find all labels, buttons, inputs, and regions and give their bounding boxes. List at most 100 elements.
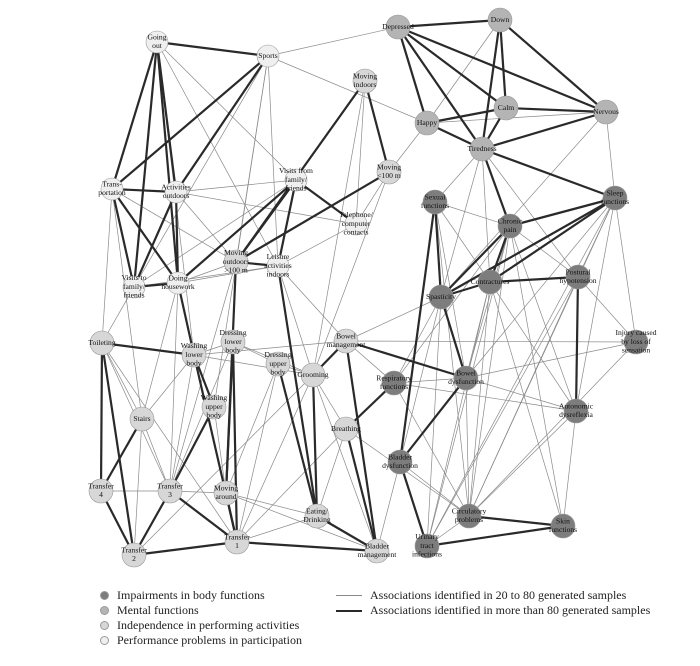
edge-bladder_dys-bladder_mgmt: [376, 461, 401, 552]
edge-postural-circulatory: [468, 276, 579, 517]
node-label-washing_lower: body: [186, 358, 201, 367]
edge-sports-depressed: [267, 26, 399, 57]
edge-going_out-doing_housework: [155, 41, 180, 284]
node-label-injury: Injury caused: [615, 328, 656, 337]
node-label-visits_to: Visits to: [121, 273, 146, 282]
node-circle-chronic_pain: [497, 213, 523, 239]
edge-postural-injury: [577, 276, 637, 343]
node-label-sports: Sports: [258, 51, 277, 60]
node-circle-activities_outdoors: [164, 180, 188, 204]
edge-stairs-transfer3: [141, 418, 171, 492]
node-label-transportation: portation: [98, 188, 126, 197]
edge-washing_upper-transfer3: [169, 406, 215, 492]
node-circle-circulatory: [456, 503, 482, 529]
edge-bowel_dys-autonomic: [465, 377, 577, 412]
node-circle-bowel_mgmt: [333, 328, 359, 354]
edge-moving_indoors-grooming: [312, 80, 366, 376]
edge-going_out-sports: [156, 40, 269, 58]
node-grooming: Grooming: [297, 362, 329, 388]
node-happy: Happy: [414, 110, 440, 136]
legend-swatch-participation: [100, 636, 109, 645]
legend-item-thin-line: Associations identified in 20 to 80 gene…: [336, 588, 650, 603]
node-circle-down: [487, 7, 513, 33]
node-toileting: Toileting: [88, 330, 116, 356]
edge-toileting-stairs: [101, 342, 143, 420]
edge-injury-circulatory: [468, 341, 637, 517]
node-label-going_out: out: [152, 41, 163, 50]
legend-item-participation: Performance problems in participation: [100, 633, 302, 648]
edge-toileting-transfer2: [100, 342, 136, 556]
edge-injury-bowel_mgmt: [345, 340, 637, 343]
legend-label-activity: Independence in performing activities: [117, 618, 300, 632]
node-sports: Sports: [256, 44, 280, 68]
node-label-visits_to: family/: [123, 282, 146, 291]
node-label-depressed: Depressed: [382, 22, 414, 31]
edge-moving_around-eating: [225, 492, 318, 517]
node-circle-moving_100: [376, 159, 402, 185]
legend-item-activity: Independence in performing activities: [100, 618, 302, 633]
edge-bowel_mgmt-washing_lower: [193, 340, 347, 356]
node-label-transportation: Trans-: [102, 179, 122, 188]
edge-sleep-injury: [614, 197, 637, 343]
edge-washing_lower-stairs: [141, 354, 195, 420]
node-label-toileting: Toileting: [88, 338, 116, 347]
edge-moving_100-grooming: [312, 171, 390, 376]
node-stairs: Stairs: [129, 406, 155, 432]
node-label-moving_outdoors: Moving: [224, 248, 248, 257]
node-circle-sexual: [422, 189, 448, 215]
legend-item-body: Impairments in body functions: [100, 588, 302, 603]
node-label-breathing: Breathing: [331, 424, 361, 433]
node-circle-autonomic: [563, 398, 589, 424]
edge-grooming-eating: [311, 374, 319, 517]
node-label-moving_around: around: [215, 492, 236, 501]
node-circle-sports: [256, 44, 280, 68]
node-spasticity: Spasticity: [426, 284, 456, 310]
edge-calm-nervous: [505, 106, 607, 114]
edge-sleep-chronic_pain: [509, 196, 616, 228]
node-circle-grooming: [300, 362, 326, 388]
node-contractures: Contractures: [471, 269, 509, 295]
node-label-postural: Postural: [566, 267, 591, 276]
edge-spasticity-bowel_mgmt: [345, 296, 442, 342]
edge-activities_outdoors-visits_from: [175, 179, 297, 193]
node-circle-washing_upper: [201, 394, 227, 420]
node-circle-stairs: [129, 406, 155, 432]
edge-sleep-spasticity: [440, 197, 616, 298]
node-label-moving_outdoors: outdoors: [223, 257, 250, 266]
node-label-telephone: computer: [342, 219, 371, 228]
node-circle-transfer4: [88, 478, 114, 504]
node-label-transfer1: 1: [235, 541, 239, 550]
node-label-spasticity: Spasticity: [426, 292, 456, 301]
node-label-sexual: Sexual: [425, 192, 446, 201]
node-label-washing_lower: Washing: [181, 341, 208, 350]
edge-grooming-transfer2: [133, 374, 314, 556]
node-label-bowel_dys: Bowel: [456, 368, 476, 377]
edge-happy-nervous: [426, 111, 607, 124]
node-label-dressing_lower: Dressing: [220, 328, 247, 337]
node-circle-calm: [493, 95, 519, 121]
edge-sexual-bladder_dys: [398, 201, 437, 463]
node-label-down: Down: [491, 15, 510, 24]
node-label-visits_to: friends: [123, 290, 144, 299]
edge-bowel_dys-circulatory: [465, 377, 470, 517]
edge-dressing_upper-eating: [276, 363, 319, 517]
edge-nervous-tiredness: [481, 110, 607, 151]
edge-breathing-eating: [316, 428, 347, 517]
edge-sports-happy: [267, 55, 428, 124]
node-circle-bowel_dys: [453, 365, 479, 391]
legend-label-body: Impairments in body functions: [117, 588, 265, 602]
node-label-dressing_upper: Dressing: [265, 350, 292, 359]
edge-depressed-tiredness: [397, 26, 483, 150]
node-label-stairs: Stairs: [133, 414, 150, 423]
legend-lines: Associations identified in 20 to 80 gene…: [336, 588, 650, 618]
node-label-skin: Skin: [556, 516, 570, 525]
